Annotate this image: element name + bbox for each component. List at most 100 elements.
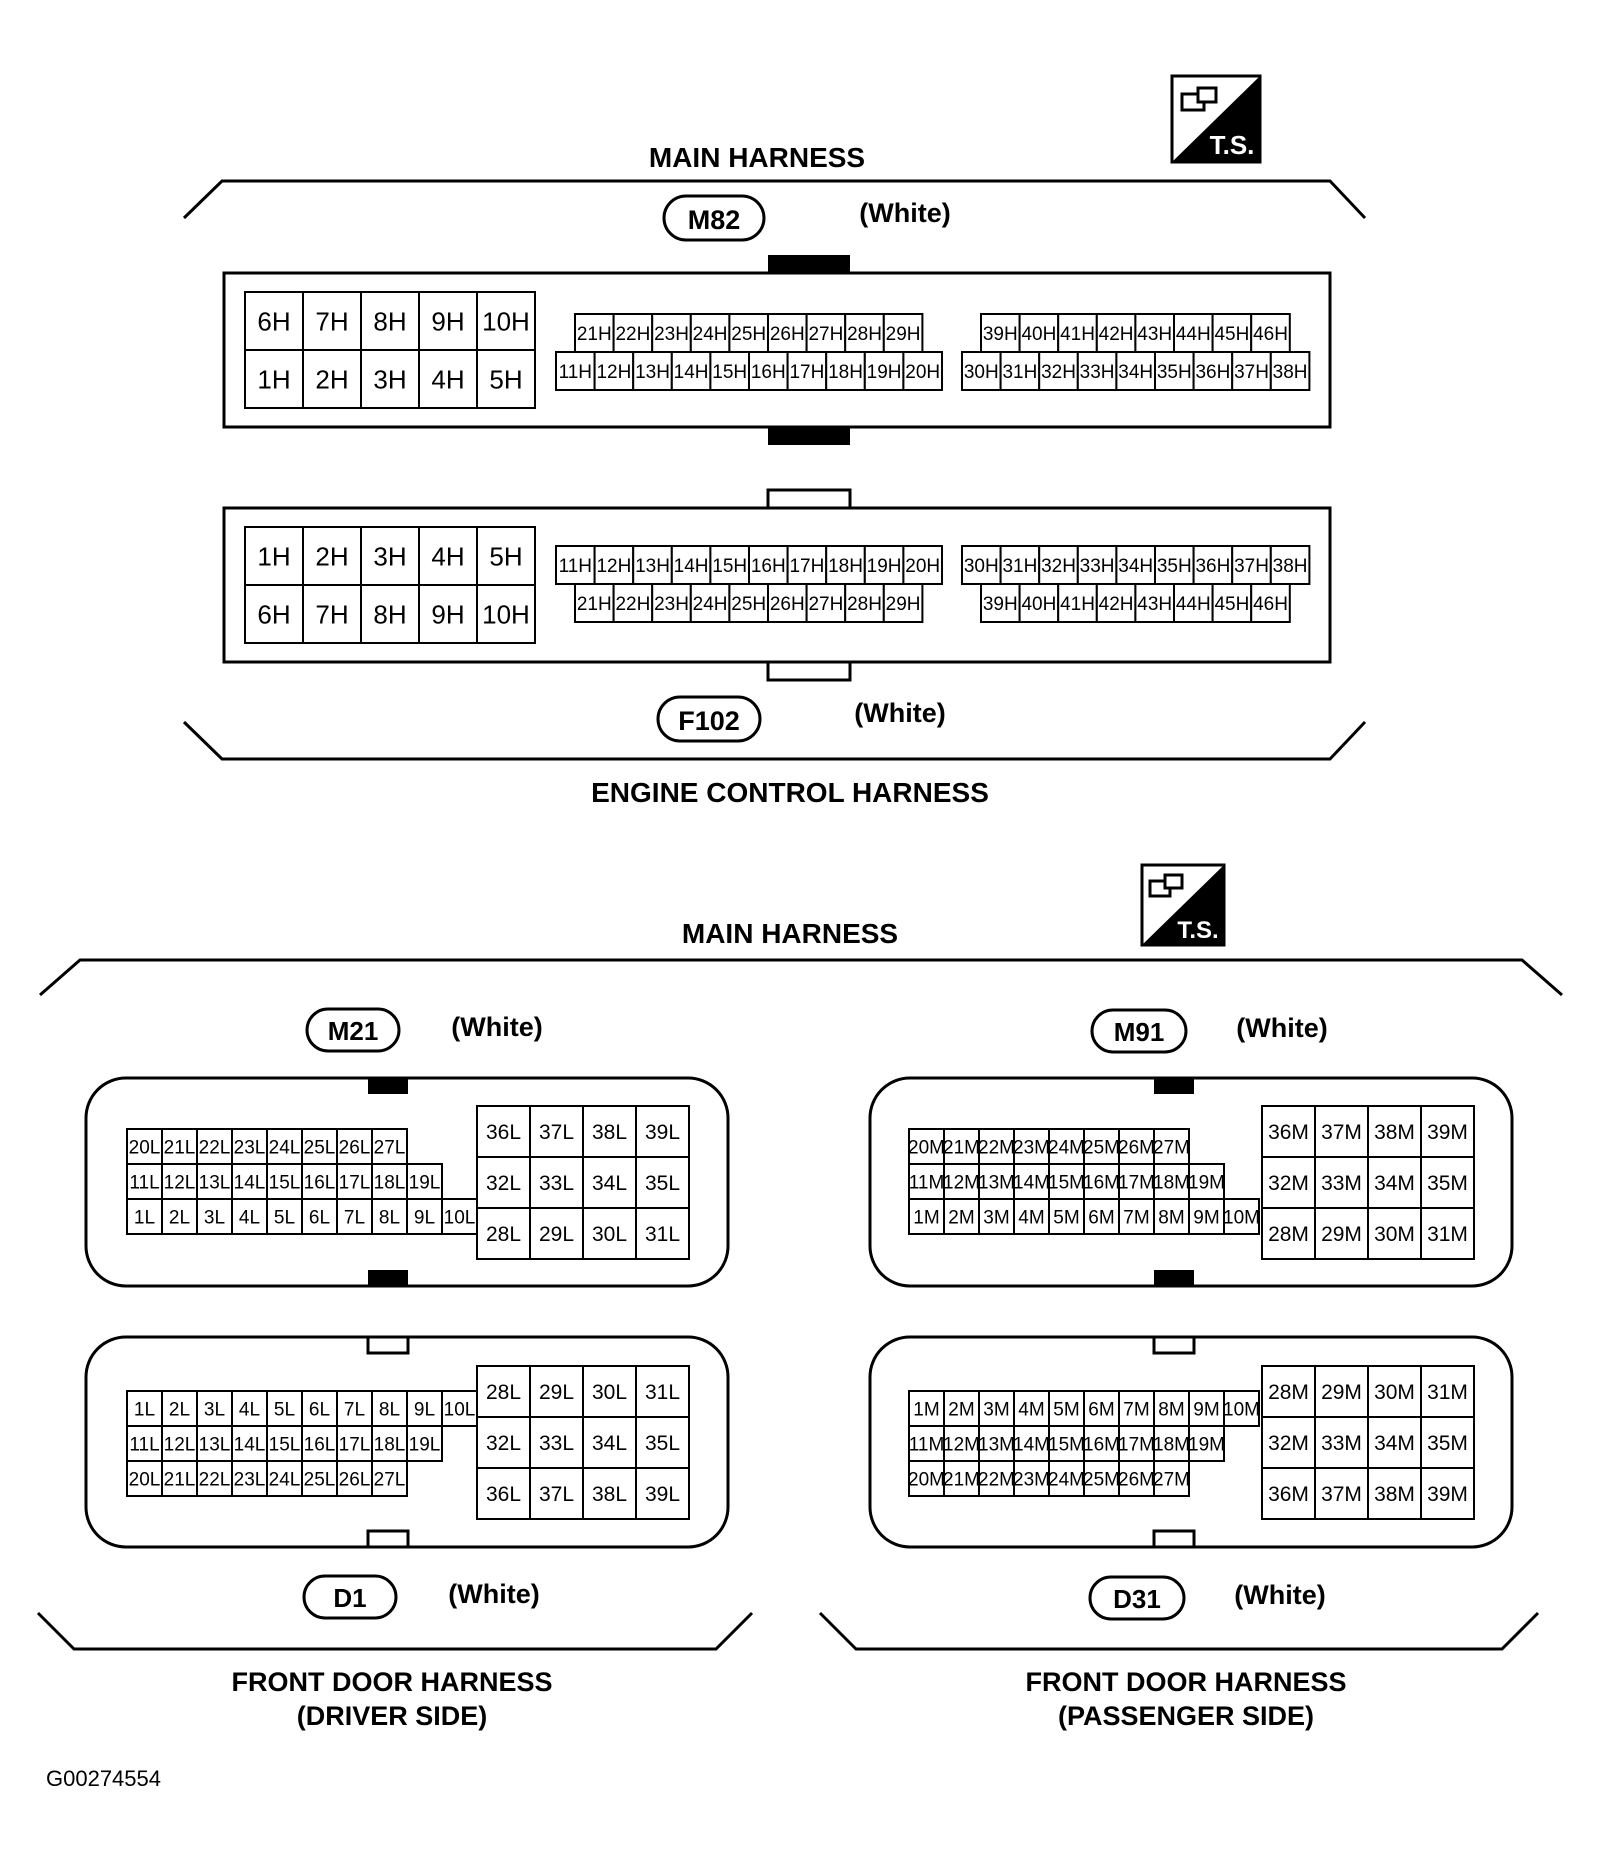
pin-cell: [418, 349, 478, 409]
pin-label: 46H: [1253, 594, 1288, 615]
pin-cell: [825, 351, 866, 391]
pin-label: 20H: [905, 556, 940, 577]
pin-cell: [1367, 1156, 1422, 1209]
pin-label: 16L: [304, 1172, 336, 1193]
lock-tab-f102-top: [766, 488, 852, 510]
pin-label: 44H: [1176, 594, 1211, 615]
pin-cell: [908, 1460, 945, 1497]
pin-cell: [1118, 1460, 1155, 1497]
pin-cell: [302, 291, 362, 351]
pin-cell: [635, 1365, 690, 1418]
pin-cell: [406, 1163, 443, 1200]
pin-label: 9L: [414, 1399, 435, 1420]
pin-label: 10L: [444, 1207, 476, 1228]
pin-label: 32L: [486, 1432, 521, 1455]
pin-label: 37H: [1234, 362, 1269, 383]
pin-label: 18L: [374, 1434, 406, 1455]
pin-label: 31M: [1427, 1381, 1468, 1404]
pin-label: 5H: [489, 364, 522, 394]
pin-cell: [902, 351, 944, 391]
pin-cell: [196, 1163, 233, 1200]
pin-label: 5H: [489, 541, 522, 571]
pin-cell: [529, 1416, 584, 1469]
pin-cell: [978, 1425, 1015, 1462]
pin-cell: [1192, 351, 1234, 391]
pin-label: 26L: [339, 1137, 371, 1158]
pin-label: 31L: [645, 1223, 680, 1246]
pin-label: 30M: [1374, 1381, 1415, 1404]
pin-label: 30L: [592, 1381, 627, 1404]
pin-label: 20M: [908, 1137, 945, 1158]
pin-cell: [961, 351, 1002, 391]
pin-cell: [582, 1207, 637, 1260]
pin-label: 20L: [129, 1137, 161, 1158]
pin-label: 17M: [1118, 1172, 1155, 1193]
connector-id-box-m82: [662, 194, 766, 242]
pin-cell: [1153, 1198, 1190, 1235]
pin-cell: [1314, 1365, 1369, 1418]
pin-cell: [1118, 1128, 1155, 1165]
pin-cell: [476, 349, 536, 409]
pin-label: 29L: [539, 1223, 574, 1246]
pin-cell: [1083, 1198, 1120, 1235]
pin-cell: [1223, 1198, 1260, 1235]
pin-label: 14M: [1013, 1172, 1050, 1193]
pin-label: 2L: [169, 1399, 190, 1420]
pin-label: 40H: [1021, 324, 1056, 345]
pin-cell: [1211, 583, 1253, 623]
title-driver-side-line2: (DRIVER SIDE): [297, 1701, 488, 1731]
pin-label: 25M: [1083, 1469, 1120, 1490]
harness-frame-top: [182, 179, 1367, 220]
pin-cell: [1057, 583, 1098, 623]
pin-label: 24L: [269, 1137, 301, 1158]
pin-label: 35H: [1157, 556, 1192, 577]
pin-label: 34H: [1118, 362, 1153, 383]
pin-cell: [1269, 351, 1311, 391]
pin-cell: [978, 1198, 1015, 1235]
pin-label: 19L: [409, 1434, 441, 1455]
connector-id-box-f102: [656, 695, 762, 743]
pin-cell: [360, 526, 420, 586]
pins-m91: 20M21M22M23M24M25M26M27M11M12M13M14M15M1…: [908, 1105, 1475, 1260]
pin-cell: [1314, 1156, 1369, 1209]
pin-cell: [441, 1198, 478, 1235]
pin-label: 26L: [339, 1469, 371, 1490]
pin-cell: [635, 1416, 690, 1469]
pin-label: 4H: [431, 541, 464, 571]
pin-label: 3H: [373, 364, 406, 394]
pin-label: 11H: [559, 362, 592, 383]
pin-cell: [908, 1198, 945, 1235]
pin-cell: [1083, 1425, 1120, 1462]
pin-cell: [1048, 1425, 1085, 1462]
pin-cell: [1269, 545, 1311, 585]
pin-label: 39H: [983, 594, 1018, 615]
pin-label: 30M: [1374, 1223, 1415, 1246]
pin-label: 12M: [943, 1434, 980, 1455]
pin-label: 12L: [164, 1434, 196, 1455]
pin-label: 16M: [1083, 1434, 1120, 1455]
connector-id-box-m21: [305, 1007, 401, 1053]
pin-label: 15M: [1048, 1172, 1085, 1193]
pin-label: 9M: [1193, 1399, 1219, 1420]
pin-cell: [371, 1460, 408, 1497]
pin-label: 8L: [379, 1207, 400, 1228]
title-engine-control-harness: ENGINE CONTROL HARNESS: [591, 777, 989, 808]
pin-label: 28H: [847, 594, 882, 615]
pin-cell: [476, 1156, 531, 1209]
pin-label: 4L: [239, 1207, 260, 1228]
pin-cell: [574, 583, 615, 623]
pin-label: 31H: [1002, 362, 1037, 383]
pin-label: 13M: [978, 1172, 1015, 1193]
connector-id-box-d1: [302, 1574, 398, 1620]
pin-label: 8H: [373, 599, 406, 629]
pin-label: 14M: [1013, 1434, 1050, 1455]
pin-cell: [441, 1390, 478, 1427]
connector-id-box-d31: [1088, 1575, 1186, 1621]
pin-label: 9H: [431, 599, 464, 629]
pin-cell: [943, 1163, 980, 1200]
pin-cell: [1134, 313, 1176, 353]
harness-frame-passenger: [818, 1611, 1540, 1651]
pin-label: 11L: [129, 1172, 159, 1193]
